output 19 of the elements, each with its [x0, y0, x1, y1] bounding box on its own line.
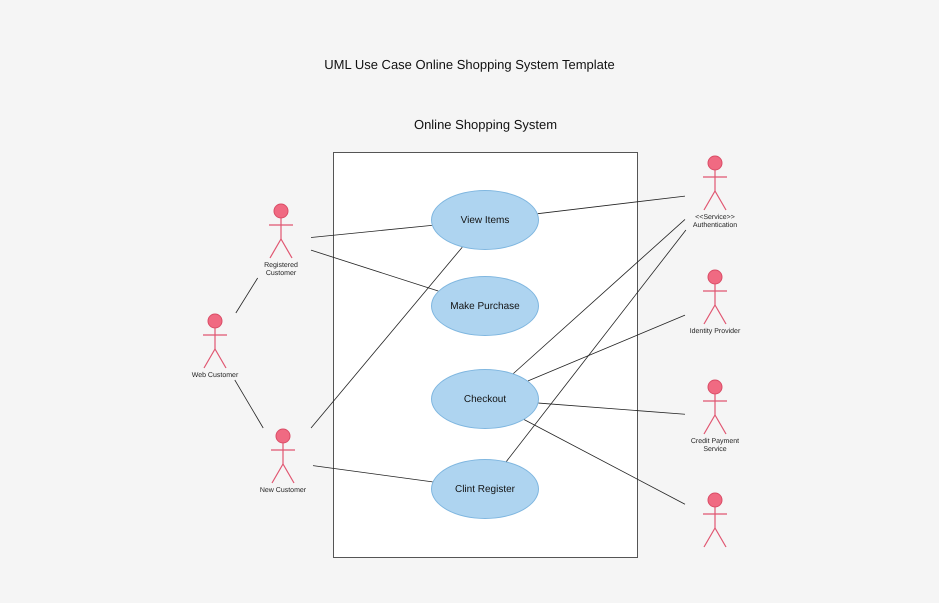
- association-line: [310, 246, 463, 428]
- use-case-ellipse: [431, 369, 539, 429]
- system-name: Online Shopping System: [412, 116, 558, 134]
- use-case-name: Checkout: [464, 392, 506, 406]
- use-case-name: Clint Register: [454, 482, 516, 496]
- use-case-name: View Items: [460, 214, 510, 228]
- association-line: [537, 196, 686, 214]
- association-line: [234, 380, 264, 428]
- association-line: [310, 224, 432, 238]
- association-line: [506, 230, 686, 462]
- association-line: [524, 419, 686, 505]
- association-line: [312, 465, 433, 482]
- diagram-title: UML Use Case Online Shopping System Template: [323, 56, 616, 74]
- association-line: [310, 250, 439, 292]
- association-line: [513, 219, 686, 374]
- association-line: [235, 278, 258, 314]
- use-case-name: Make Purchase: [450, 300, 520, 314]
- association-line: [538, 402, 686, 415]
- association-line: [528, 314, 686, 382]
